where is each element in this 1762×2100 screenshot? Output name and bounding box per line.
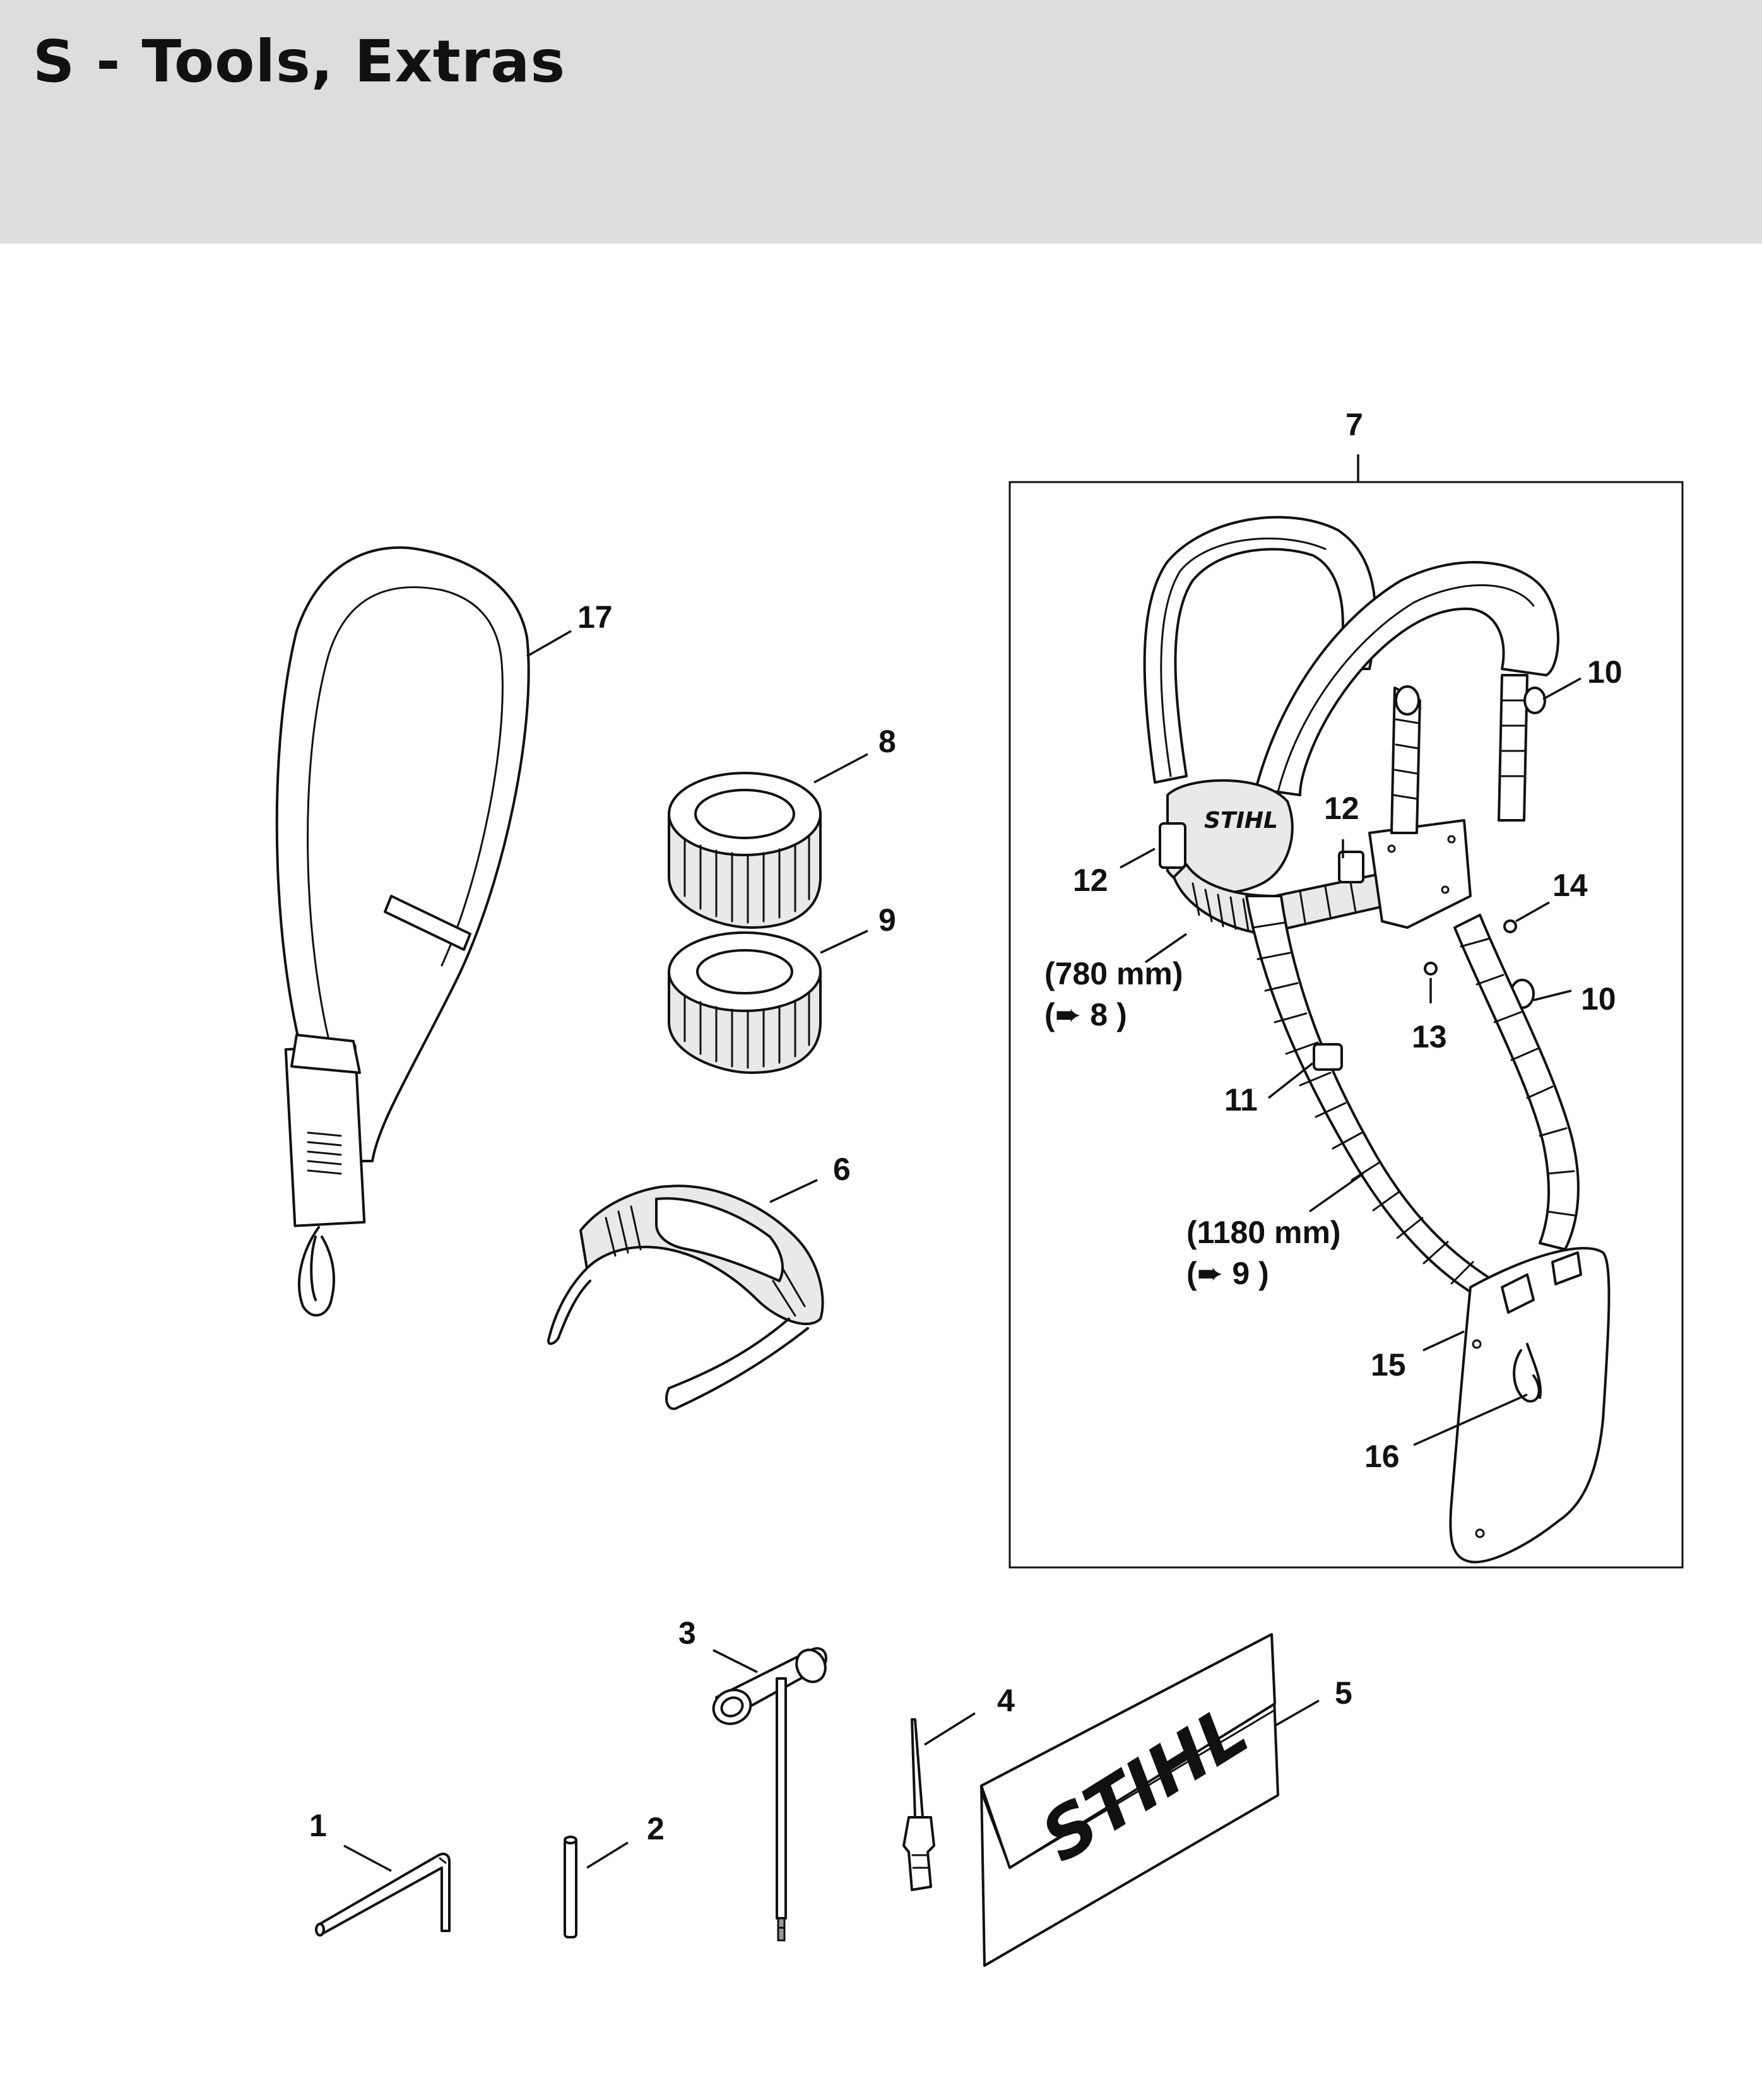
pin-part	[564, 1836, 577, 1938]
note-780mm: (780 mm)	[1044, 956, 1183, 991]
callout-13: 13	[1412, 1019, 1447, 1054]
pad-roll-9	[668, 931, 822, 1074]
callout-3: 3	[678, 1615, 696, 1651]
pad-roll-8	[668, 772, 822, 929]
leader-14	[1515, 901, 1550, 923]
callout-12a: 12	[1073, 863, 1108, 898]
callout-7: 7	[1345, 407, 1363, 442]
callout-8: 8	[878, 724, 896, 759]
note-ref-8: (➨ 8 )	[1044, 997, 1127, 1032]
tool-pouch-part: STIHL	[980, 1633, 1279, 1967]
callout-14: 14	[1552, 868, 1588, 903]
leader-4	[924, 1712, 976, 1746]
callout-2: 2	[647, 1811, 665, 1846]
harness-logo: STIHL	[1204, 808, 1278, 834]
callout-1: 1	[309, 1808, 327, 1843]
leader-11	[1267, 1062, 1314, 1099]
leader-1180	[1308, 1172, 1364, 1213]
callout-12b: 12	[1324, 791, 1359, 826]
leader-1	[343, 1844, 392, 1872]
page-header: S - Tools, Extras	[0, 0, 1762, 244]
combination-wrench-part	[712, 1647, 827, 1942]
note-ref-9: (➨ 9 )	[1186, 1256, 1269, 1291]
leader-10a	[1542, 677, 1582, 700]
callout-17: 17	[577, 599, 613, 635]
leader-2	[586, 1841, 629, 1869]
callout-16: 16	[1364, 1439, 1400, 1474]
callout-5: 5	[1335, 1675, 1352, 1711]
callout-11: 11	[1224, 1082, 1258, 1118]
leader-3	[712, 1649, 758, 1673]
leader-780	[1145, 933, 1187, 964]
leader-16	[1413, 1393, 1528, 1446]
leader-17	[526, 630, 572, 658]
callout-15: 15	[1371, 1347, 1406, 1383]
leader-9	[820, 929, 868, 954]
leader-10b	[1533, 989, 1572, 1001]
leader-15	[1422, 1330, 1465, 1352]
hex-key-part	[315, 1853, 451, 1937]
callout-10b: 10	[1581, 981, 1616, 1017]
callout-10a: 10	[1587, 654, 1623, 690]
callout-6: 6	[833, 1152, 851, 1187]
harness-part: STIHL	[1143, 516, 1611, 1564]
page-title: S - Tools, Extras	[33, 28, 566, 95]
shoulder-strap-part	[275, 546, 530, 1317]
leader-6	[769, 1179, 818, 1203]
screwdriver-part	[902, 1718, 935, 1891]
safety-glasses-part	[547, 1184, 824, 1410]
leader-12a	[1120, 847, 1156, 869]
callout-9: 9	[878, 902, 896, 938]
note-1180mm: (1180 mm)	[1186, 1215, 1341, 1250]
callout-4: 4	[997, 1683, 1015, 1718]
leader-5	[1274, 1699, 1320, 1727]
harness-set-frame	[1008, 481, 1684, 1569]
leader-8	[813, 753, 868, 784]
